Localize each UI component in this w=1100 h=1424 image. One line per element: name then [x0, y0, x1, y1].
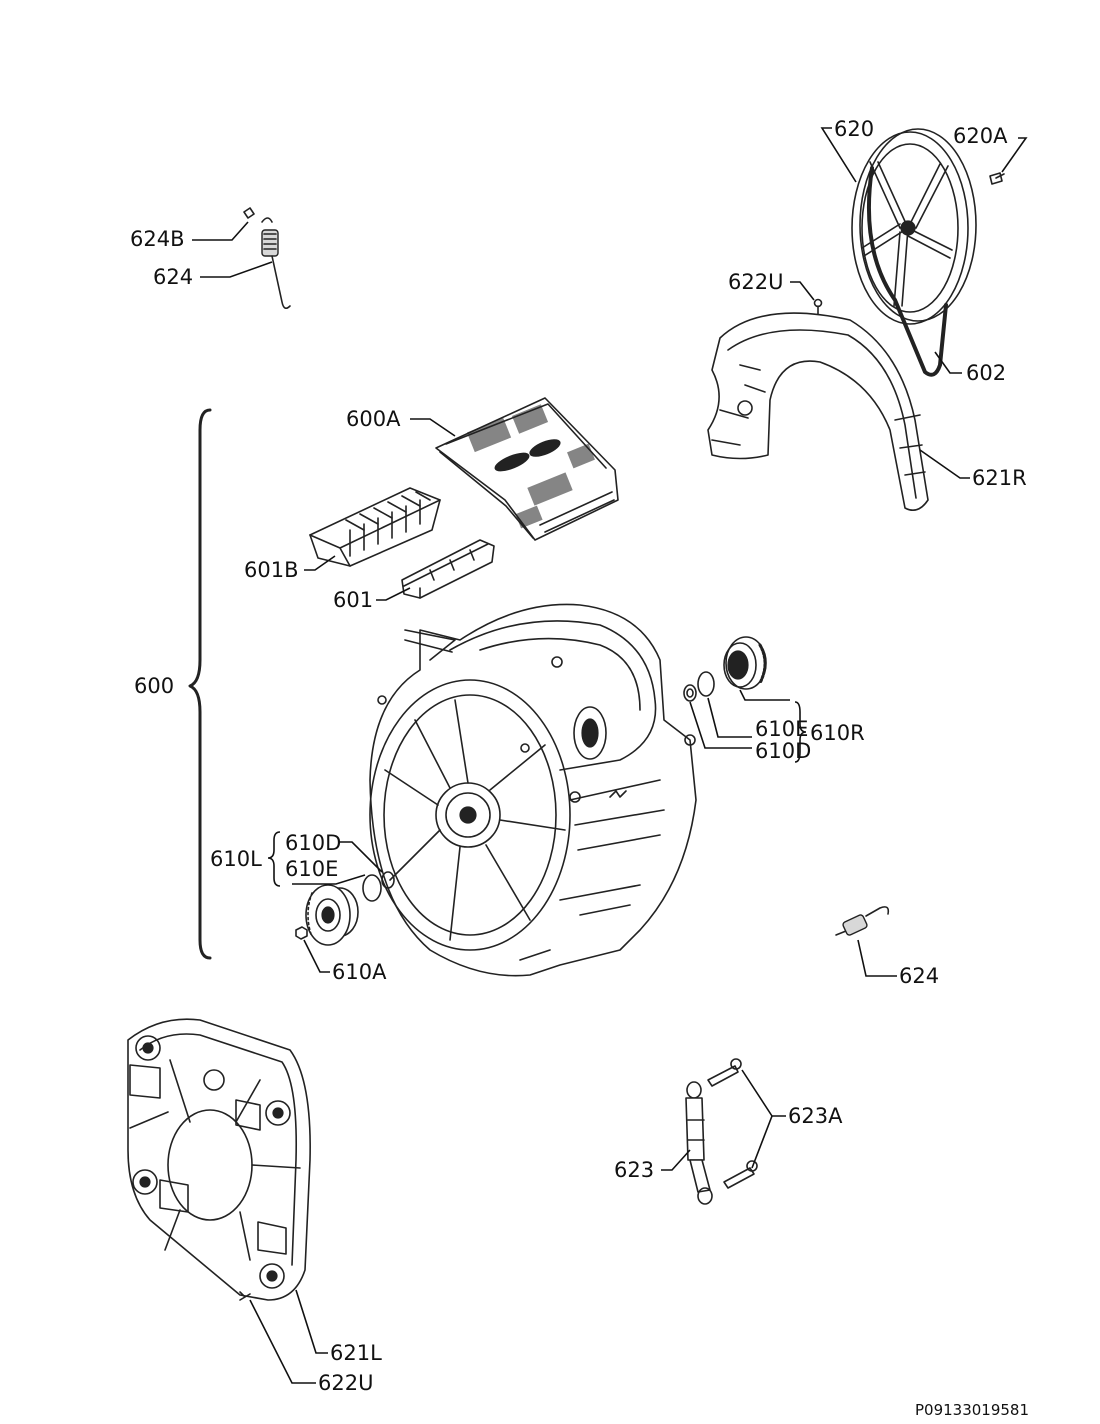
label-602: 602 — [966, 361, 1006, 385]
document-code: P09133019581 — [915, 1401, 1029, 1419]
seal-610E-right — [697, 671, 715, 697]
seal-610E-left — [362, 874, 382, 902]
counterweight-601B — [309, 487, 441, 567]
label-610A: 610A — [332, 960, 387, 984]
screw-622U-bottom — [239, 1291, 251, 1301]
label-623: 623 — [614, 1158, 654, 1182]
label-610R: 610R — [810, 721, 865, 745]
label-624-top: 624 — [153, 265, 193, 289]
label-621R: 621R — [972, 466, 1027, 490]
drive-belt-602 — [866, 166, 948, 377]
rear-support-621R — [707, 312, 929, 511]
label-620A: 620A — [953, 124, 1008, 148]
washing-tub — [369, 603, 697, 977]
label-600: 600 — [134, 674, 174, 698]
label-621L: 621L — [330, 1341, 382, 1365]
assembly-brace-600 — [188, 408, 212, 960]
screw-620A — [989, 172, 1005, 185]
weight-601 — [401, 539, 495, 599]
label-624B: 624B — [130, 227, 185, 251]
label-610E-right: 610E — [755, 717, 808, 741]
ring-610D-right — [683, 684, 697, 702]
tub-cover-600A — [435, 397, 619, 541]
label-622U-bottom: 622U — [318, 1371, 373, 1395]
label-610D-left: 610D — [285, 831, 341, 855]
shock-absorber-623 — [685, 1081, 713, 1205]
label-620: 620 — [834, 117, 874, 141]
label-601: 601 — [333, 588, 373, 612]
pin-623A-top — [707, 1058, 742, 1087]
nut-610A — [295, 926, 308, 940]
label-610E-left: 610E — [285, 857, 338, 881]
spring-624-right — [835, 906, 890, 936]
pulley-wheel-620 — [851, 128, 977, 325]
label-624-right: 624 — [899, 964, 939, 988]
hook-624B — [243, 207, 255, 219]
label-601B: 601B — [244, 558, 299, 582]
label-610D-right: 610D — [755, 739, 811, 763]
label-623A: 623A — [788, 1104, 843, 1128]
screw-622U-top — [813, 298, 823, 315]
bearing-610R — [723, 636, 767, 690]
pin-623A-bottom — [723, 1160, 758, 1189]
label-600A: 600A — [346, 407, 401, 431]
leader-lines — [192, 127, 1028, 1384]
front-support-621L — [127, 1018, 311, 1301]
label-610L: 610L — [210, 847, 262, 871]
ring-610D-left — [381, 871, 395, 889]
label-622U-top: 622U — [728, 270, 783, 294]
spring-624-top — [261, 217, 291, 310]
bearing-610L — [305, 884, 359, 946]
